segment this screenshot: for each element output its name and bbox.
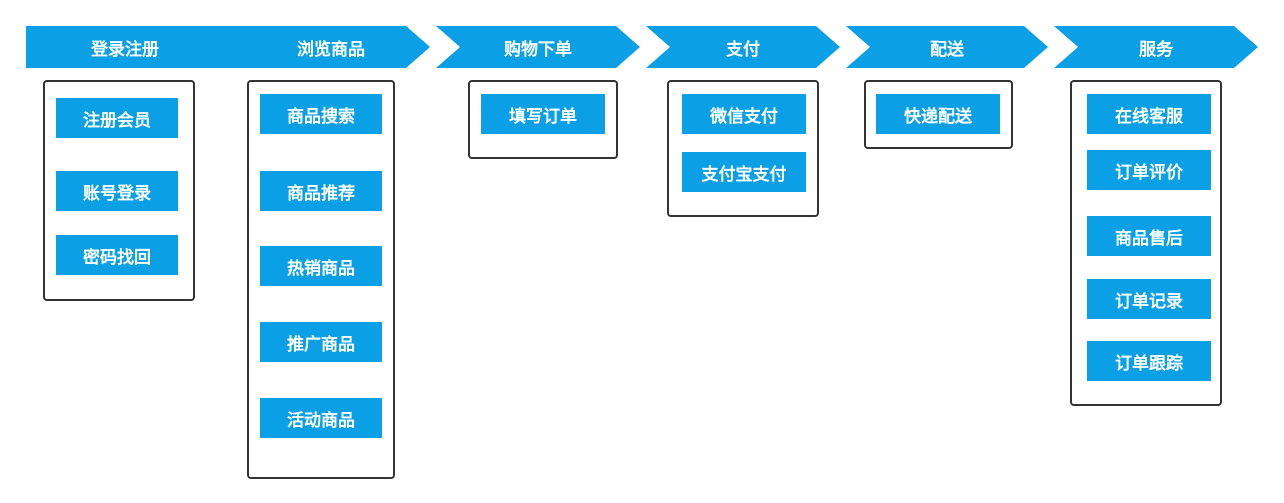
item-product-search: 商品搜索 bbox=[260, 94, 382, 134]
item-account-login: 账号登录 bbox=[56, 171, 178, 211]
stage-label: 登录注册 bbox=[91, 39, 159, 60]
item-order-tracking: 订单跟踪 bbox=[1087, 341, 1211, 381]
stage-payment: 支付 bbox=[646, 26, 840, 68]
item-after-sales: 商品售后 bbox=[1087, 216, 1211, 256]
stage-label: 浏览商品 bbox=[297, 39, 365, 60]
item-wechat-pay: 微信支付 bbox=[682, 94, 806, 134]
stage-login-register: 登录注册 bbox=[26, 26, 260, 68]
item-promoted-products: 推广商品 bbox=[260, 322, 382, 362]
stage-delivery: 配送 bbox=[846, 26, 1048, 68]
item-alipay: 支付宝支付 bbox=[682, 152, 806, 192]
item-password-recovery: 密码找回 bbox=[56, 235, 178, 275]
item-product-recommend: 商品推荐 bbox=[260, 171, 382, 211]
item-express-delivery: 快递配送 bbox=[876, 94, 1000, 134]
item-register-member: 注册会员 bbox=[56, 98, 178, 138]
item-online-support: 在线客服 bbox=[1087, 94, 1211, 134]
stage-label: 配送 bbox=[930, 39, 964, 60]
item-order-review: 订单评价 bbox=[1087, 150, 1211, 190]
item-event-products: 活动商品 bbox=[260, 398, 382, 438]
stage-label: 购物下单 bbox=[504, 39, 572, 60]
stage-service: 服务 bbox=[1054, 26, 1258, 68]
stage-place-order: 购物下单 bbox=[436, 26, 640, 68]
stage-browse-products: 浏览商品 bbox=[232, 26, 430, 68]
item-order-records: 订单记录 bbox=[1087, 279, 1211, 319]
stage-label: 支付 bbox=[726, 39, 760, 60]
stage-label: 服务 bbox=[1139, 39, 1173, 60]
item-hot-products: 热销商品 bbox=[260, 246, 382, 286]
item-fill-order: 填写订单 bbox=[481, 94, 605, 134]
